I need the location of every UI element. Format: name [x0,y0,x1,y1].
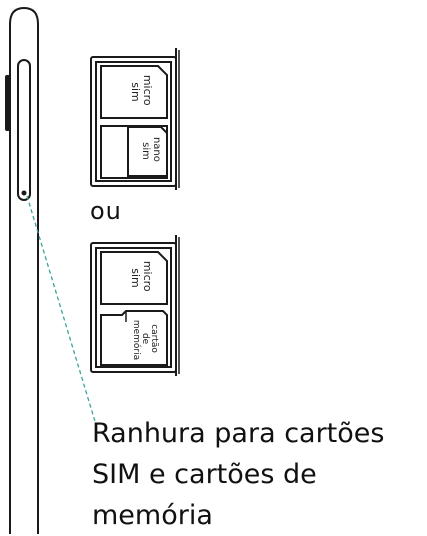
caption-line-1: Ranhura para cartões [92,418,385,449]
tray-a-nano-line-2: sim [140,142,151,160]
phone-side-view [5,6,39,534]
tray-b-micro-line-2: sim [129,268,142,288]
tray-b [90,235,180,376]
side-button [5,75,10,131]
tray-b-micro-label: micro sim [129,261,154,295]
tray-b-memory-line-3: memória [131,320,142,360]
tray-a-micro-line-2: sim [129,82,142,102]
tray-a-nano-line-1: nano [151,137,162,162]
tray-b-memory-line-2: de [140,333,150,345]
tray-b-memory-label: cartão de memória [131,320,159,360]
leader-line [26,195,98,429]
tray-a-micro-sim [100,65,168,119]
tray-b-labels: micro sim cartão de memória [129,261,159,360]
tray-a-micro-label: micro sim [129,75,154,109]
or-separator: ou [90,197,122,225]
sim-tray-slot [17,59,31,201]
tray-a-micro-line-1: micro [141,75,154,106]
caption-line-3: memória [92,500,213,531]
tray-b-micro-sim [100,251,168,305]
tray-b-memory-card [100,310,168,366]
tray-b-memory-line-1: cartão [149,324,159,353]
tray-a [90,48,180,190]
eject-hole [21,190,27,196]
tray-b-inner [95,247,172,368]
tray-a-nano-label: nano sim [140,137,162,165]
tray-a-inner [95,61,172,182]
tray-a-labels: micro sim nano sim [129,75,162,165]
caption-line-2: SIM e cartões de [92,459,317,490]
tray-a-nano-sim [127,126,168,177]
phone-body-outline [9,6,39,534]
callout-caption: Ranhura para cartões SIM e cartões de me… [92,413,422,536]
tray-b-micro-line-1: micro [141,261,154,292]
